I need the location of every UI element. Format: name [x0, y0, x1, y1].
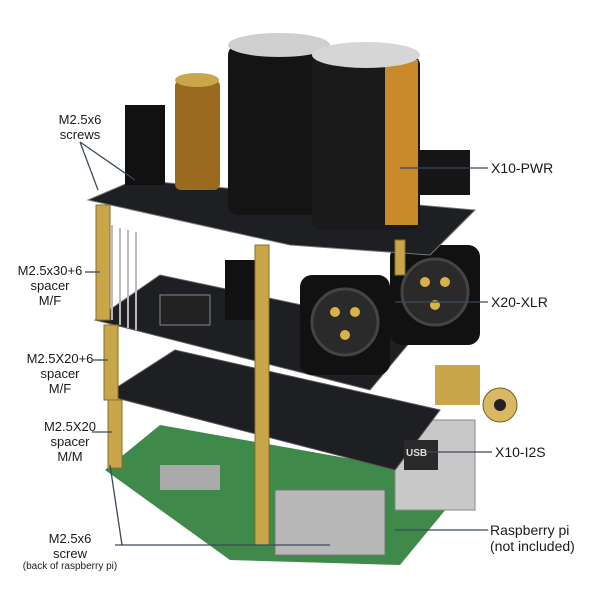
- label-spacer-20: M2.5X20 spacer M/M: [30, 419, 110, 464]
- brass-spacers: [95, 204, 406, 546]
- i2s-board: [103, 349, 441, 471]
- label-screws-top: M2.5x6 screws: [40, 112, 120, 142]
- rca-jack: [435, 365, 480, 405]
- usb-marking: USB: [406, 448, 428, 459]
- label-x20-xlr: X20-XLR: [491, 294, 548, 310]
- label-x10-i2s: X10-I2S: [495, 444, 546, 460]
- label-line: M/F: [38, 293, 62, 308]
- label-raspberry-pi: Raspberry pi (not included): [490, 522, 575, 554]
- label-line: M2.5X20+6: [26, 351, 94, 366]
- label-spacer-30: M2.5x30+6 spacer M/F: [5, 263, 95, 308]
- label-line: M/F: [48, 381, 72, 396]
- label-line: spacer: [40, 366, 80, 381]
- label-screw-bottom: M2.5x6 screw (back of raspberry pi): [5, 531, 135, 573]
- label-line: Raspberry pi: [490, 522, 570, 538]
- label-line: spacer: [30, 278, 70, 293]
- label-line: M/M: [57, 449, 83, 464]
- label-line: (not included): [490, 538, 575, 554]
- label-line: M2.5x6: [48, 531, 92, 546]
- label-spacer-20-6: M2.5X20+6 spacer M/F: [10, 351, 110, 396]
- small-capacitor: [175, 80, 220, 190]
- ethernet-port: [274, 489, 386, 556]
- label-line: M2.5x30+6: [17, 263, 83, 278]
- header-pins: [111, 225, 137, 330]
- label-line: screws: [59, 127, 101, 142]
- label-line: screw: [53, 546, 87, 561]
- label-line: (back of raspberry pi): [22, 561, 118, 572]
- big-capacitor-left: [228, 45, 330, 215]
- label-line: spacer: [50, 434, 90, 449]
- label-x10-pwr: X10-PWR: [491, 160, 554, 176]
- label-line: M2.5X20: [43, 419, 97, 434]
- hdmi-port: [160, 465, 220, 490]
- leader-lines: [79, 141, 492, 546]
- label-line: M2.5x6: [58, 112, 102, 127]
